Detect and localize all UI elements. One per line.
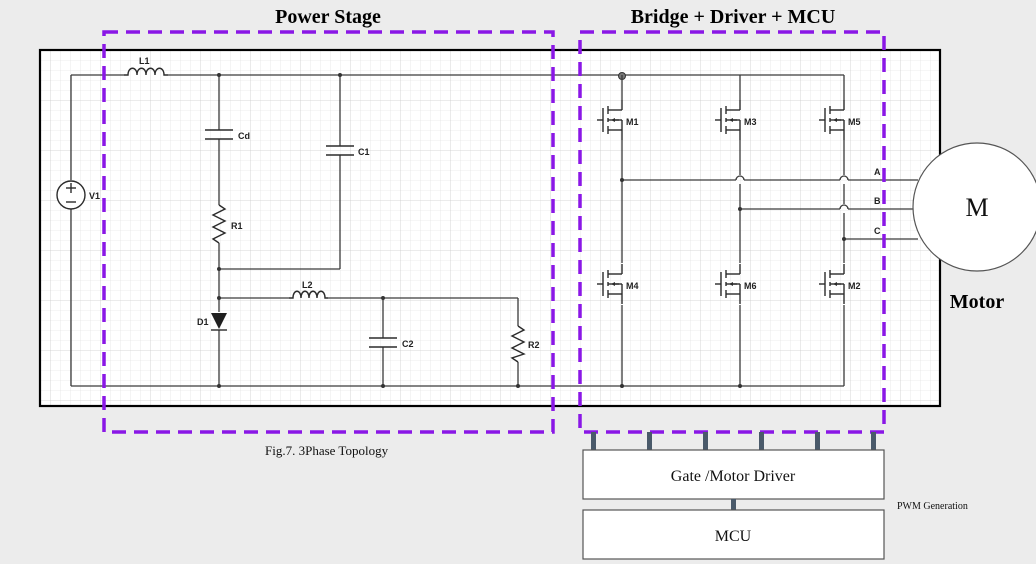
motor-symbol: M: [965, 193, 988, 222]
resistor-r1: [211, 204, 227, 244]
pwm-label: PWM Generation: [897, 501, 968, 512]
label-v1: V1: [89, 191, 100, 201]
bridge-title: Bridge + Driver + MCU: [631, 6, 836, 28]
label-cd: Cd: [238, 131, 250, 141]
label-m2: M2: [848, 281, 861, 291]
label-c1: C1: [358, 147, 370, 157]
capacitor-cd: [205, 129, 233, 140]
voltage-source-v1: [56, 180, 86, 210]
label-l2: L2: [302, 280, 313, 290]
mcu-label: MCU: [715, 528, 752, 545]
label-m6: M6: [744, 281, 757, 291]
label-r2: R2: [528, 340, 540, 350]
gate-driver-label: Gate /Motor Driver: [671, 468, 796, 485]
power-stage-title: Power Stage: [275, 6, 381, 28]
label-m5: M5: [848, 117, 861, 127]
diode-d1: [211, 313, 227, 331]
label-phase-c: C: [874, 226, 881, 236]
capacitor-c1: [326, 145, 354, 156]
label-m3: M3: [744, 117, 757, 127]
motor-title: Motor: [950, 291, 1005, 313]
resistor-r2: [510, 325, 526, 363]
label-m1: M1: [626, 117, 639, 127]
driver-connectors: [591, 432, 876, 450]
inductor-l2: [289, 290, 328, 299]
motor-circle: [912, 142, 1036, 272]
mcu-block: [582, 509, 885, 560]
label-phase-a: A: [874, 167, 881, 177]
label-r1: R1: [231, 221, 243, 231]
label-m4: M4: [626, 281, 639, 291]
driver-mcu-connector: [731, 499, 736, 510]
label-c2: C2: [402, 339, 414, 349]
label-d1: D1: [197, 317, 209, 327]
figure-caption: Fig.7. 3Phase Topology: [265, 443, 389, 458]
label-l1: L1: [139, 56, 150, 66]
capacitor-c2: [369, 337, 397, 348]
power-stage-region: [102, 30, 555, 434]
label-phase-b: B: [874, 196, 881, 206]
gate-driver-block: [582, 449, 885, 500]
inductor-l1: [124, 67, 168, 76]
